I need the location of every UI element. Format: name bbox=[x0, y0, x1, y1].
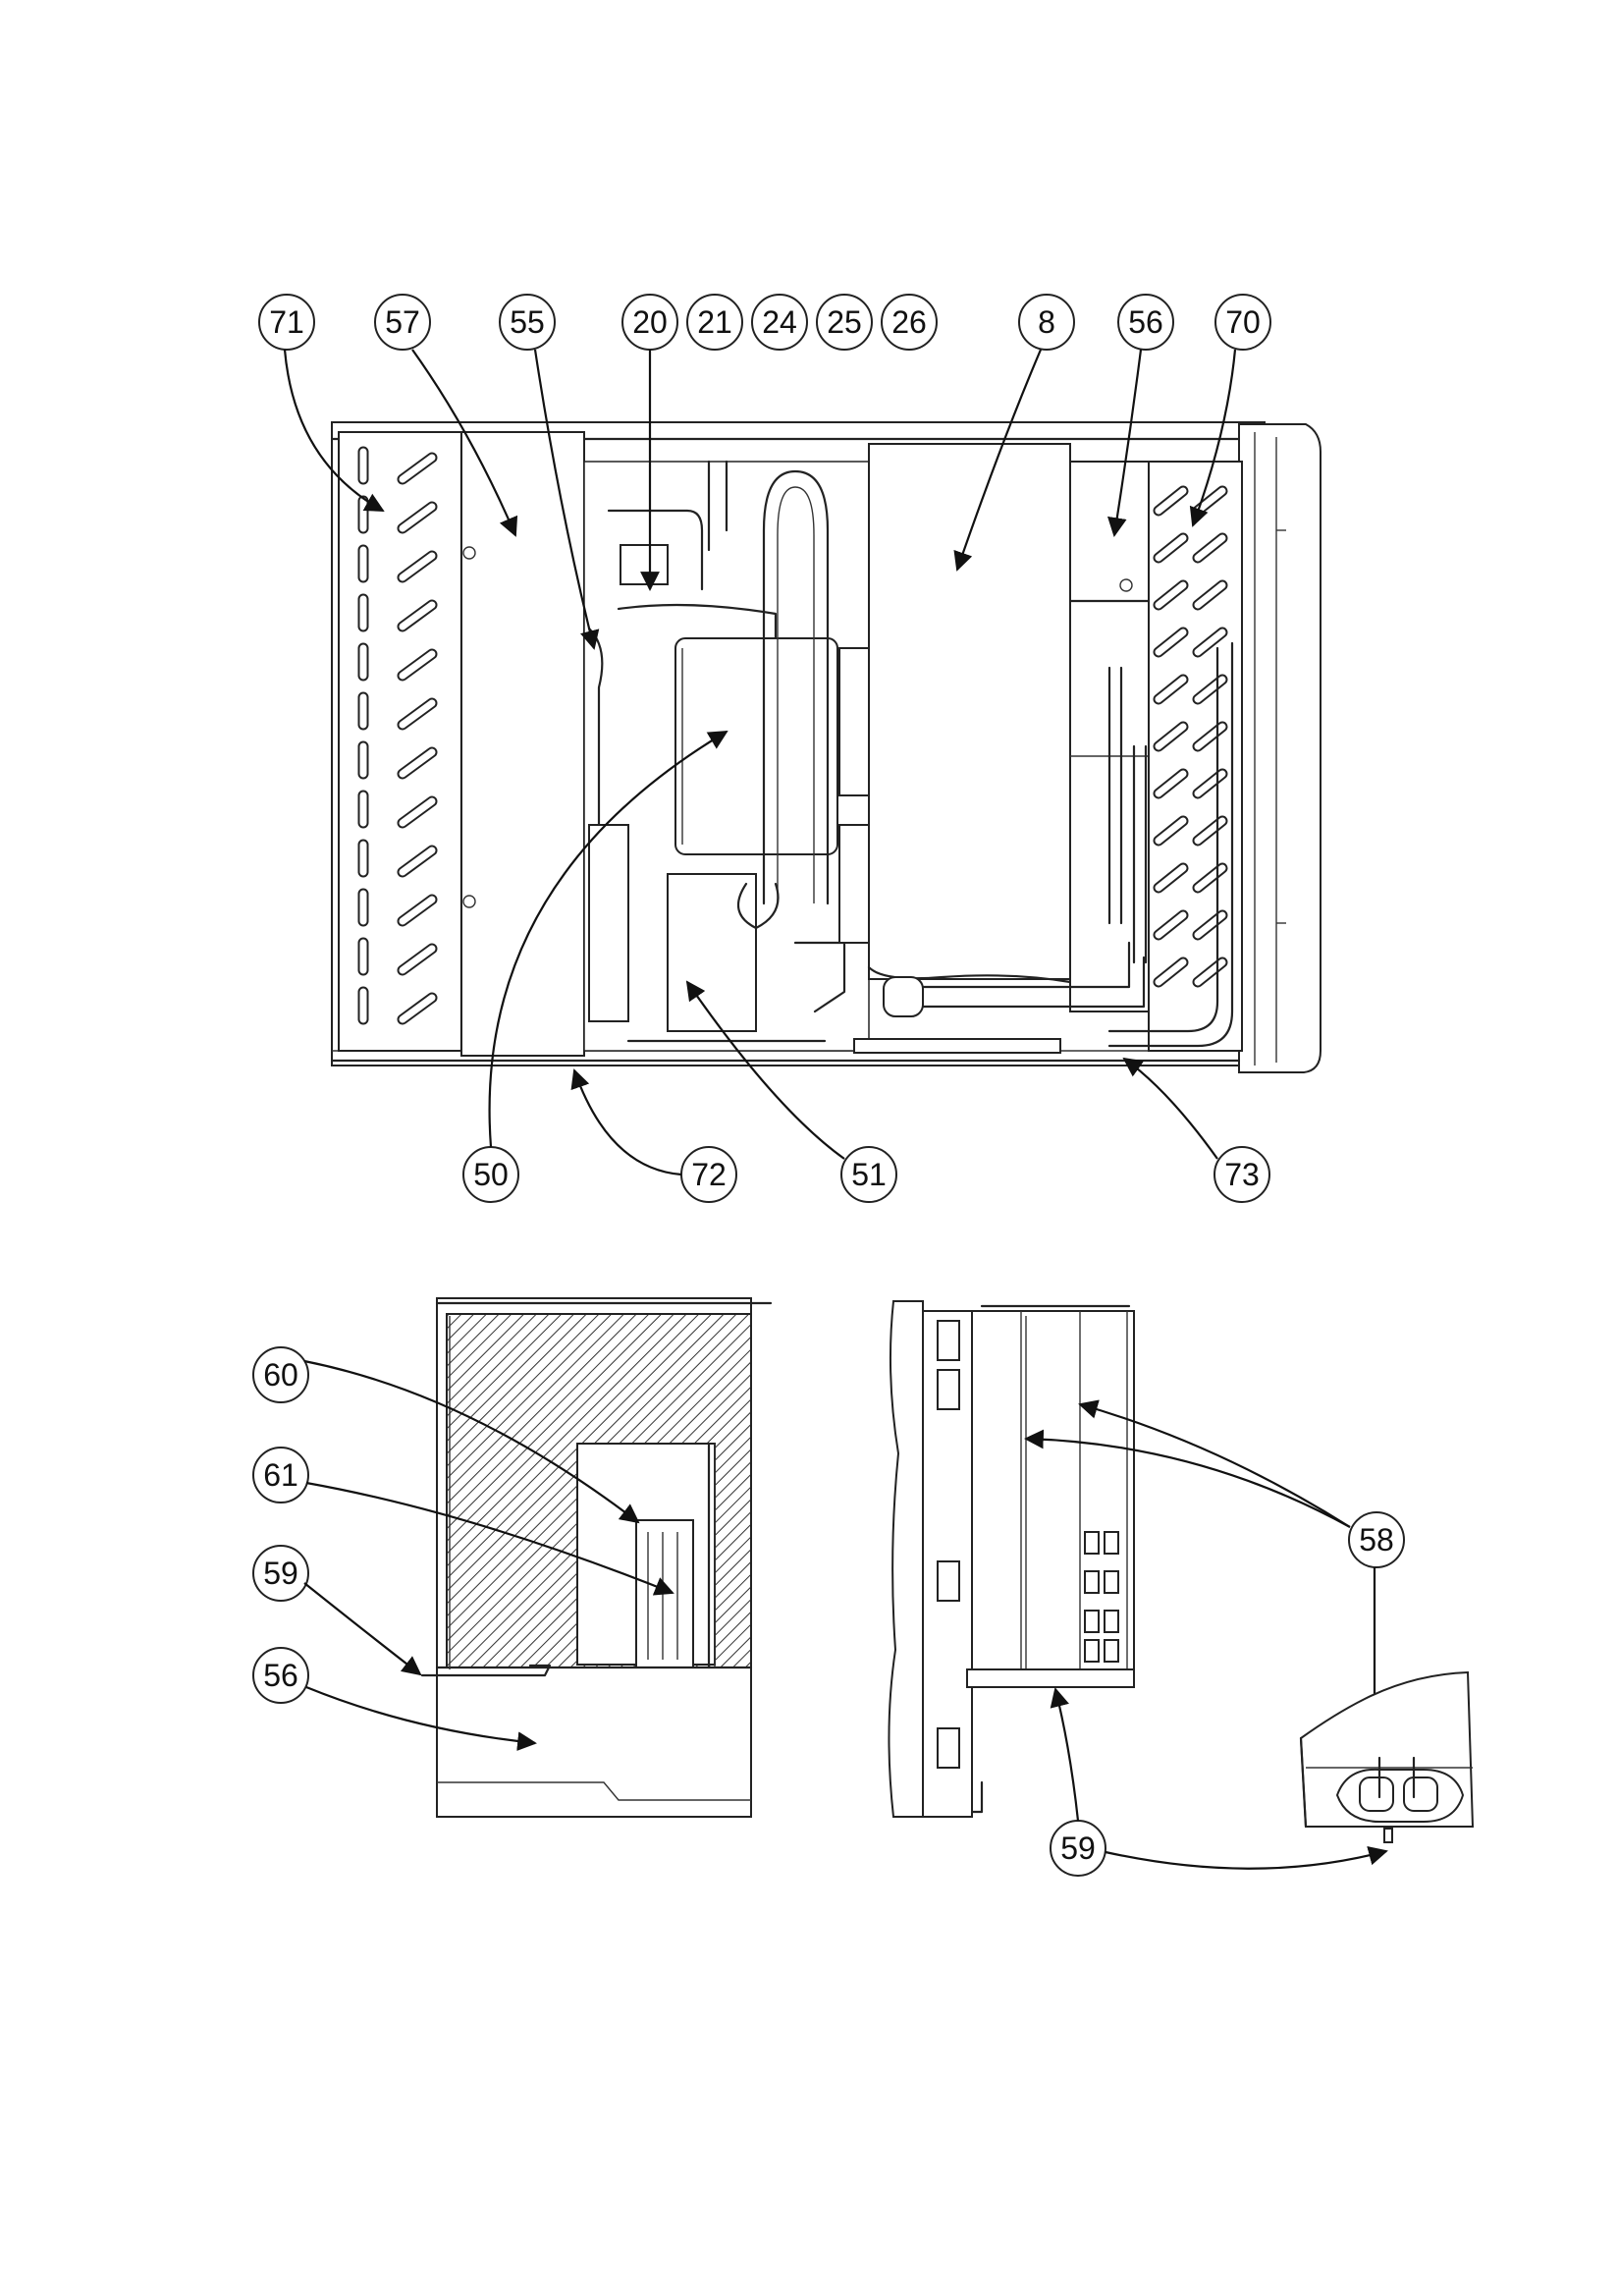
callout-25: 25 bbox=[816, 294, 873, 351]
tab-slot bbox=[1104, 1639, 1119, 1663]
grille-slot-inner bbox=[1155, 817, 1187, 845]
callout-61: 61 bbox=[252, 1447, 309, 1503]
tab-slot bbox=[1104, 1610, 1119, 1633]
svg-text:60: 60 bbox=[263, 1357, 298, 1393]
grille-slot-inner bbox=[1155, 487, 1187, 515]
grille-slot-inner bbox=[1155, 911, 1187, 939]
grille-slot-inner bbox=[1155, 958, 1187, 986]
grille-slot-inner bbox=[399, 945, 436, 974]
svg-text:58: 58 bbox=[1359, 1522, 1394, 1558]
grille-slot-inner bbox=[399, 896, 436, 925]
callout-50: 50 bbox=[462, 1146, 519, 1203]
tab-slot bbox=[1104, 1531, 1119, 1555]
grille-slot-inner bbox=[399, 699, 436, 729]
callout-56: 56 bbox=[1117, 294, 1174, 351]
callout-57: 57 bbox=[374, 294, 431, 351]
callout-26: 26 bbox=[881, 294, 938, 351]
svg-text:71: 71 bbox=[269, 304, 304, 340]
grille-slot-inner bbox=[399, 748, 436, 778]
tab-slot bbox=[1084, 1570, 1100, 1594]
svg-text:59: 59 bbox=[1060, 1831, 1096, 1866]
grille-slot-inner bbox=[399, 650, 436, 680]
svg-text:59: 59 bbox=[263, 1556, 298, 1591]
callout-58: 58 bbox=[1348, 1511, 1405, 1568]
grille-slot-inner bbox=[399, 797, 436, 827]
grille-slot-inner bbox=[399, 552, 436, 581]
tab-slot bbox=[1104, 1570, 1119, 1594]
callout-8: 8 bbox=[1018, 294, 1075, 351]
svg-text:61: 61 bbox=[263, 1457, 298, 1493]
grille-slot-inner bbox=[399, 503, 436, 532]
callout-72: 72 bbox=[680, 1146, 737, 1203]
grille-slot-inner bbox=[399, 454, 436, 483]
svg-text:21: 21 bbox=[697, 304, 732, 340]
svg-text:55: 55 bbox=[510, 304, 545, 340]
grille-slot-inner bbox=[1194, 581, 1226, 609]
callout-59-right: 59 bbox=[1050, 1820, 1106, 1877]
grille-slot-inner bbox=[1155, 676, 1187, 703]
callout-20: 20 bbox=[621, 294, 678, 351]
side-section-view bbox=[888, 1300, 1135, 1818]
callout-24: 24 bbox=[751, 294, 808, 351]
svg-text:57: 57 bbox=[385, 304, 420, 340]
tab-slot bbox=[1084, 1610, 1100, 1633]
callout-70: 70 bbox=[1214, 294, 1271, 351]
svg-text:73: 73 bbox=[1224, 1157, 1260, 1192]
grille-slot-inner bbox=[1155, 534, 1187, 562]
grille-slot-inner bbox=[399, 601, 436, 630]
main-unit-view bbox=[330, 421, 1321, 1073]
grille-slot-inner bbox=[1194, 629, 1226, 656]
compressor bbox=[674, 637, 838, 855]
condenser-grille-left bbox=[338, 430, 463, 1053]
svg-text:51: 51 bbox=[851, 1157, 887, 1192]
grille-slot-inner bbox=[1155, 723, 1187, 750]
side-panel-57 bbox=[460, 431, 585, 1057]
svg-text:70: 70 bbox=[1225, 304, 1261, 340]
evaporator-block bbox=[868, 443, 1071, 980]
svg-text:8: 8 bbox=[1038, 304, 1055, 340]
control-panel-view bbox=[420, 1297, 773, 1818]
tab-slot bbox=[1084, 1639, 1100, 1663]
svg-text:24: 24 bbox=[762, 304, 797, 340]
grille-slot-inner bbox=[399, 994, 436, 1023]
svg-text:72: 72 bbox=[691, 1157, 727, 1192]
callout-56-lower: 56 bbox=[252, 1647, 309, 1704]
capacitor bbox=[667, 873, 757, 1032]
svg-text:26: 26 bbox=[891, 304, 927, 340]
condenser-grille-right bbox=[1107, 461, 1243, 1052]
grille-slot-inner bbox=[1155, 581, 1187, 609]
tab-slot bbox=[1084, 1531, 1100, 1555]
callout-55: 55 bbox=[499, 294, 556, 351]
callout-59-left: 59 bbox=[252, 1545, 309, 1602]
svg-text:25: 25 bbox=[827, 304, 862, 340]
callout-51: 51 bbox=[840, 1146, 897, 1203]
callout-73: 73 bbox=[1214, 1146, 1270, 1203]
grille-slot-inner bbox=[1194, 534, 1226, 562]
callout-21: 21 bbox=[686, 294, 743, 351]
clip-detail-view bbox=[1299, 1670, 1475, 1843]
svg-text:56: 56 bbox=[263, 1658, 298, 1693]
grille-slot-inner bbox=[1155, 629, 1187, 656]
callout-71: 71 bbox=[258, 294, 315, 351]
grille-slot-inner bbox=[1155, 864, 1187, 892]
callout-60: 60 bbox=[252, 1346, 309, 1403]
grille-slot-inner bbox=[399, 847, 436, 876]
compressor-area bbox=[583, 460, 870, 1052]
svg-text:50: 50 bbox=[473, 1157, 509, 1192]
svg-text:20: 20 bbox=[632, 304, 668, 340]
svg-text:56: 56 bbox=[1128, 304, 1163, 340]
grille-slot-inner bbox=[1155, 770, 1187, 797]
